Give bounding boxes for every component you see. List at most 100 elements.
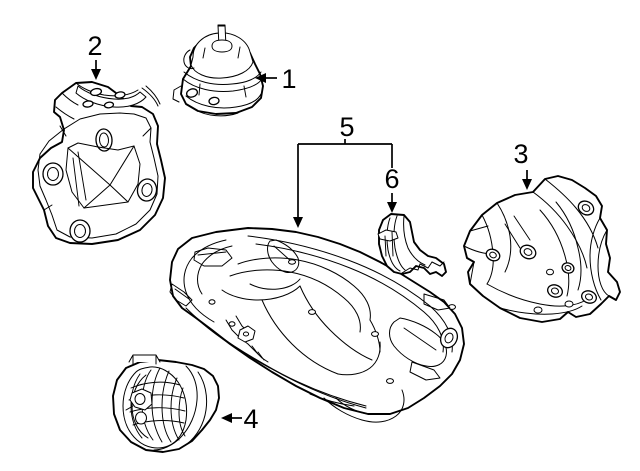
left-bracket-top-arm-2 (145, 85, 161, 105)
crossmember-bottom-lobe (323, 389, 405, 423)
callout-5-label: 5 (339, 112, 354, 142)
engine-mount-mid-band-2 (182, 78, 263, 92)
crossmember-right-pocket (389, 317, 447, 367)
crossmember-bottom-lobe-2 (335, 397, 369, 415)
crossmember-hole-3 (371, 331, 379, 337)
transmission-mount-right-seam (186, 371, 208, 445)
part-left-engine-mount-bracket[interactable] (32, 81, 166, 245)
part-crossmember-support-bracket[interactable] (377, 213, 447, 277)
transmission-mount-lower-hole (135, 411, 147, 425)
transmission-mount-fin-1 (130, 373, 143, 439)
support-bracket-rib-1 (384, 235, 387, 257)
left-bracket-corner-3 (43, 204, 53, 211)
callout-1-label: 1 (281, 64, 296, 94)
support-bracket-inner-edge-3 (403, 215, 426, 266)
crossmember-hole-2 (308, 309, 316, 315)
crossmember-front-rail-2 (185, 307, 367, 407)
left-bracket-corner-2 (142, 127, 152, 137)
crossmember-tunnel-top (237, 257, 371, 321)
engine-mount-skirt (185, 93, 262, 109)
callout-5[interactable]: 5 (293, 112, 392, 228)
right-bracket-center-web-2 (539, 209, 570, 297)
support-bracket-inner-edge (386, 217, 401, 272)
engine-mount-rib-1 (202, 47, 206, 59)
part-right-engine-mount-bracket[interactable] (463, 175, 621, 323)
support-bracket-outline (378, 213, 447, 277)
part-transmission-crossmember[interactable] (169, 227, 465, 423)
engine-mount-rib-2 (237, 46, 241, 59)
callout-5-arrowhead (293, 217, 303, 228)
right-bracket-boss-center-hole (564, 265, 572, 271)
crossmember-top-ridge-2 (255, 243, 444, 353)
engine-mount-left-ear (172, 85, 182, 103)
left-bracket-web-right (127, 145, 141, 203)
left-bracket-top-arm (141, 87, 159, 107)
crossmember-top-slot-rib (273, 245, 293, 263)
callout-6[interactable]: 6 (384, 144, 400, 213)
left-bracket-web-top (67, 142, 135, 151)
transmission-mount-fin-4 (161, 370, 172, 443)
support-bracket-tab (377, 229, 399, 242)
left-bracket-web-bottom (83, 201, 129, 209)
transmission-mount-hub-hole (134, 393, 146, 405)
right-bracket-boss-mid-left-hole (523, 248, 533, 256)
crossmember-tunnel-top-2 (229, 269, 361, 333)
engine-mount-top-dome (190, 32, 254, 79)
right-bracket-top-ridge (544, 178, 599, 249)
right-bracket-boss-lower-right-hole (584, 293, 594, 301)
support-bracket-inner-edge-2 (393, 215, 406, 271)
left-bracket-outline (32, 81, 166, 245)
left-bracket-boss-bottom-hole (74, 224, 86, 238)
transmission-mount-top-tab (128, 354, 161, 363)
transmission-mount-band-3 (129, 407, 186, 413)
crossmember-left-leg-hole (242, 331, 250, 337)
crossmember-left-leg-rib-1 (251, 345, 259, 355)
left-bracket-rib-2 (77, 151, 87, 201)
support-bracket-foot-3 (431, 261, 445, 267)
right-bracket-small-hole-2 (564, 300, 574, 308)
transmission-mount-hub-detail (125, 405, 134, 411)
callout-3-label: 3 (513, 139, 528, 169)
right-bracket-rib-2 (504, 223, 521, 249)
callout-2-label: 2 (87, 31, 102, 61)
callout-1-arrowhead (255, 73, 266, 83)
crossmember-hole-4 (386, 378, 394, 384)
transmission-mount-right-lobe (153, 365, 198, 451)
callout-2[interactable]: 2 (87, 31, 103, 80)
right-bracket-zigzag-1 (608, 295, 617, 301)
crossmember-left-bottom-tab (169, 283, 193, 307)
left-bracket-web-diag-2 (109, 145, 135, 203)
left-bracket-top-lip (75, 85, 147, 108)
crossmember-left-bottom-tab-rib (174, 288, 190, 300)
left-bracket-upper-left-edge-2 (55, 106, 75, 120)
left-bracket-corner-1 (59, 125, 67, 137)
crossmember-left-rim (183, 239, 227, 323)
callout-3[interactable]: 3 (513, 139, 532, 190)
engine-mount-bottom-contour (195, 109, 239, 117)
left-bracket-top-hole-1 (89, 87, 103, 97)
left-bracket-boss-right-hole (141, 183, 153, 197)
crossmember-center-left-edge (261, 299, 339, 375)
right-bracket-boss-lower-hole (550, 287, 560, 295)
crossmember-top-ridge (247, 235, 453, 353)
left-bracket-rib-1 (72, 157, 80, 207)
left-bracket-boss-top-hole (98, 132, 110, 148)
callout-4[interactable]: 4 (221, 404, 259, 434)
right-bracket-small-hole-1 (546, 268, 554, 276)
right-bracket-small-hole-3 (533, 306, 543, 314)
left-bracket-top-hole-4 (103, 101, 115, 109)
part-transmission-mount[interactable] (112, 354, 220, 453)
crossmember-center-right-edge (299, 285, 373, 361)
crossmember-right-pocket-rib (403, 327, 437, 351)
crossmember-left-pocket-rib (197, 251, 227, 256)
right-bracket-rib-1 (513, 215, 531, 241)
callout-1[interactable]: 1 (255, 64, 297, 94)
crossmember-right-boss-hole (444, 332, 454, 344)
transmission-mount-housing (112, 359, 220, 453)
right-bracket-right-flange (589, 217, 602, 301)
right-bracket-top-ridge-2 (532, 191, 588, 269)
right-bracket-left-wing (496, 202, 512, 273)
right-bracket-zigzag-2 (616, 281, 621, 293)
